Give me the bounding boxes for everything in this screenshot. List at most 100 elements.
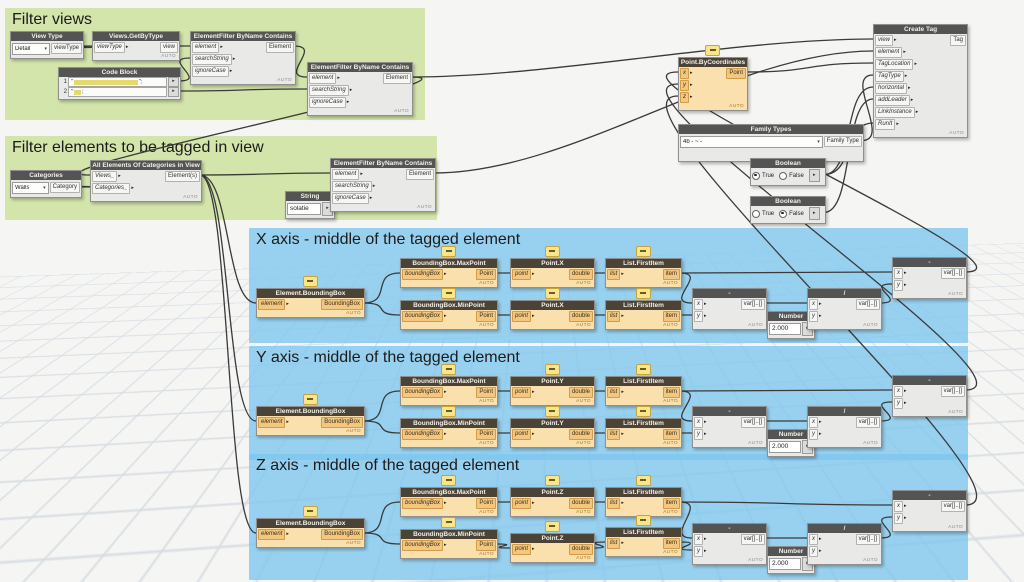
output-port-button[interactable]: ▸ xyxy=(168,87,179,97)
input-port-x[interactable]: x xyxy=(809,416,818,428)
dropdown[interactable]: 4b - ~ -▾ xyxy=(680,135,823,148)
node-title[interactable]: Create Tag xyxy=(874,25,967,34)
output-port-Element[interactable]: Element xyxy=(405,168,434,180)
input-port-viewType[interactable]: viewType xyxy=(94,41,125,53)
output-port-Family Type[interactable]: Family Type xyxy=(823,136,862,147)
output-port-button[interactable]: ▸ xyxy=(168,77,179,87)
output-port-BoundingBox[interactable]: BoundingBox xyxy=(321,298,363,310)
output-port-button[interactable]: ▸ xyxy=(808,169,820,182)
node-title[interactable]: BoundingBox.MinPoint xyxy=(401,301,497,310)
radio-true[interactable]: True xyxy=(752,171,774,180)
output-port-Point[interactable]: Point xyxy=(476,428,496,440)
output-port-double[interactable]: double xyxy=(568,428,593,440)
output-port-var[]..[][interactable]: var[]..[] xyxy=(740,298,765,310)
node-title[interactable]: - xyxy=(693,289,766,298)
node-title[interactable]: / xyxy=(808,524,881,533)
input-port-x[interactable]: x xyxy=(894,267,903,279)
output-port-var[]..[][interactable]: var[]..[] xyxy=(855,416,880,428)
output-port-item[interactable]: item xyxy=(662,428,680,440)
input-port-boundingBox[interactable]: boundingBox xyxy=(402,310,444,322)
input-port-y[interactable]: y xyxy=(894,397,903,409)
node-title[interactable]: / xyxy=(808,289,881,298)
value-input[interactable]: 2.000 xyxy=(769,440,801,453)
input-port-ignoreCase[interactable]: ignoreCase xyxy=(332,192,369,204)
input-port-element[interactable]: element xyxy=(258,298,286,310)
input-port-horizontal[interactable]: horizontal xyxy=(875,82,908,94)
input-port-element[interactable]: element xyxy=(875,46,903,58)
node-title[interactable]: BoundingBox.MaxPoint xyxy=(401,377,497,386)
output-port-item[interactable]: item xyxy=(662,497,680,509)
input-port-y[interactable]: y xyxy=(680,79,689,91)
node-title[interactable]: List.FirstItem xyxy=(606,377,681,386)
input-port-boundingBox[interactable]: boundingBox xyxy=(402,268,444,280)
node-title[interactable]: BoundingBox.MinPoint xyxy=(401,419,497,428)
input-port-element[interactable]: element xyxy=(258,416,286,428)
input-port-y[interactable]: y xyxy=(694,310,703,322)
node-title[interactable]: List.FirstItem xyxy=(606,301,681,310)
input-port-point[interactable]: point xyxy=(512,428,532,440)
input-port-x[interactable]: x xyxy=(809,533,818,545)
wire[interactable] xyxy=(745,62,874,73)
output-port-double[interactable]: double xyxy=(568,310,593,322)
node-title[interactable]: - xyxy=(893,491,966,500)
node-title[interactable]: Views.GetByType xyxy=(93,32,179,41)
node-title[interactable]: View Type xyxy=(11,32,83,41)
node-title[interactable]: Categories xyxy=(11,171,81,180)
input-port-element[interactable]: element xyxy=(309,72,337,84)
output-port-item[interactable]: item xyxy=(662,268,680,280)
output-port-Point[interactable]: Point xyxy=(476,497,496,509)
node-title[interactable]: List.FirstItem xyxy=(606,259,681,268)
input-port-TagType[interactable]: TagType xyxy=(875,70,904,82)
output-port-BoundingBox[interactable]: BoundingBox xyxy=(321,416,363,428)
node-title[interactable]: Code Block xyxy=(59,68,180,77)
input-port-ignoreCase[interactable]: ignoreCase xyxy=(192,65,229,77)
output-port-BoundingBox[interactable]: BoundingBox xyxy=(321,528,363,540)
output-port-button[interactable]: ▸ xyxy=(808,207,820,220)
value-input[interactable]: 2.000 xyxy=(769,557,801,570)
input-port-x[interactable]: x xyxy=(680,67,689,79)
node-title[interactable]: String xyxy=(286,192,334,201)
input-port-list[interactable]: list xyxy=(607,386,621,398)
node-title[interactable]: List.FirstItem xyxy=(606,488,681,497)
input-port-x[interactable]: x xyxy=(894,500,903,512)
output-port-Point[interactable]: Point xyxy=(476,268,496,280)
output-port-Tag[interactable]: Tag xyxy=(950,34,966,46)
input-port-point[interactable]: point xyxy=(512,310,532,322)
input-port-y[interactable]: y xyxy=(809,545,818,557)
input-port-y[interactable]: y xyxy=(694,428,703,440)
radio-false[interactable]: False xyxy=(779,209,804,218)
node-title[interactable]: Boolean xyxy=(751,197,825,206)
output-port-item[interactable]: item xyxy=(662,386,680,398)
input-port-x[interactable]: x xyxy=(694,416,703,428)
radio-false[interactable]: False xyxy=(779,171,804,180)
output-port-var[]..[][interactable]: var[]..[] xyxy=(940,267,965,279)
node-title[interactable]: - xyxy=(893,258,966,267)
input-port-point[interactable]: point xyxy=(512,543,532,555)
input-port-list[interactable]: list xyxy=(607,537,621,549)
node-title[interactable]: Point.Y xyxy=(511,419,594,428)
output-port-Point[interactable]: Point xyxy=(726,67,746,79)
value-input[interactable]: solatie xyxy=(287,202,321,215)
input-port-searchString[interactable]: searchString xyxy=(192,53,232,65)
input-port-RunIt[interactable]: RunIt xyxy=(875,118,896,130)
code-line[interactable]: "; xyxy=(68,87,167,97)
input-port-Categories_[interactable]: Categories_ xyxy=(92,182,131,194)
node-title[interactable]: Point.Z xyxy=(511,488,594,497)
output-port-var[]..[][interactable]: var[]..[] xyxy=(740,416,765,428)
node-title[interactable]: BoundingBox.MaxPoint xyxy=(401,259,497,268)
input-port-x[interactable]: x xyxy=(809,298,818,310)
output-port-Element[interactable]: Element xyxy=(382,72,411,84)
input-port-list[interactable]: list xyxy=(607,310,621,322)
node-title[interactable]: ElementFilter ByName Contains xyxy=(191,32,295,41)
input-port-view[interactable]: view xyxy=(875,34,894,46)
output-port-Point[interactable]: Point xyxy=(476,310,496,322)
output-port-viewType[interactable]: viewType xyxy=(50,43,82,54)
input-port-point[interactable]: point xyxy=(512,386,532,398)
input-port-list[interactable]: list xyxy=(607,268,621,280)
input-port-x[interactable]: x xyxy=(694,298,703,310)
input-port-list[interactable]: list xyxy=(607,428,621,440)
radio-true[interactable]: True xyxy=(752,209,774,218)
output-port-item[interactable]: item xyxy=(662,310,680,322)
input-port-boundingBox[interactable]: boundingBox xyxy=(402,497,444,509)
